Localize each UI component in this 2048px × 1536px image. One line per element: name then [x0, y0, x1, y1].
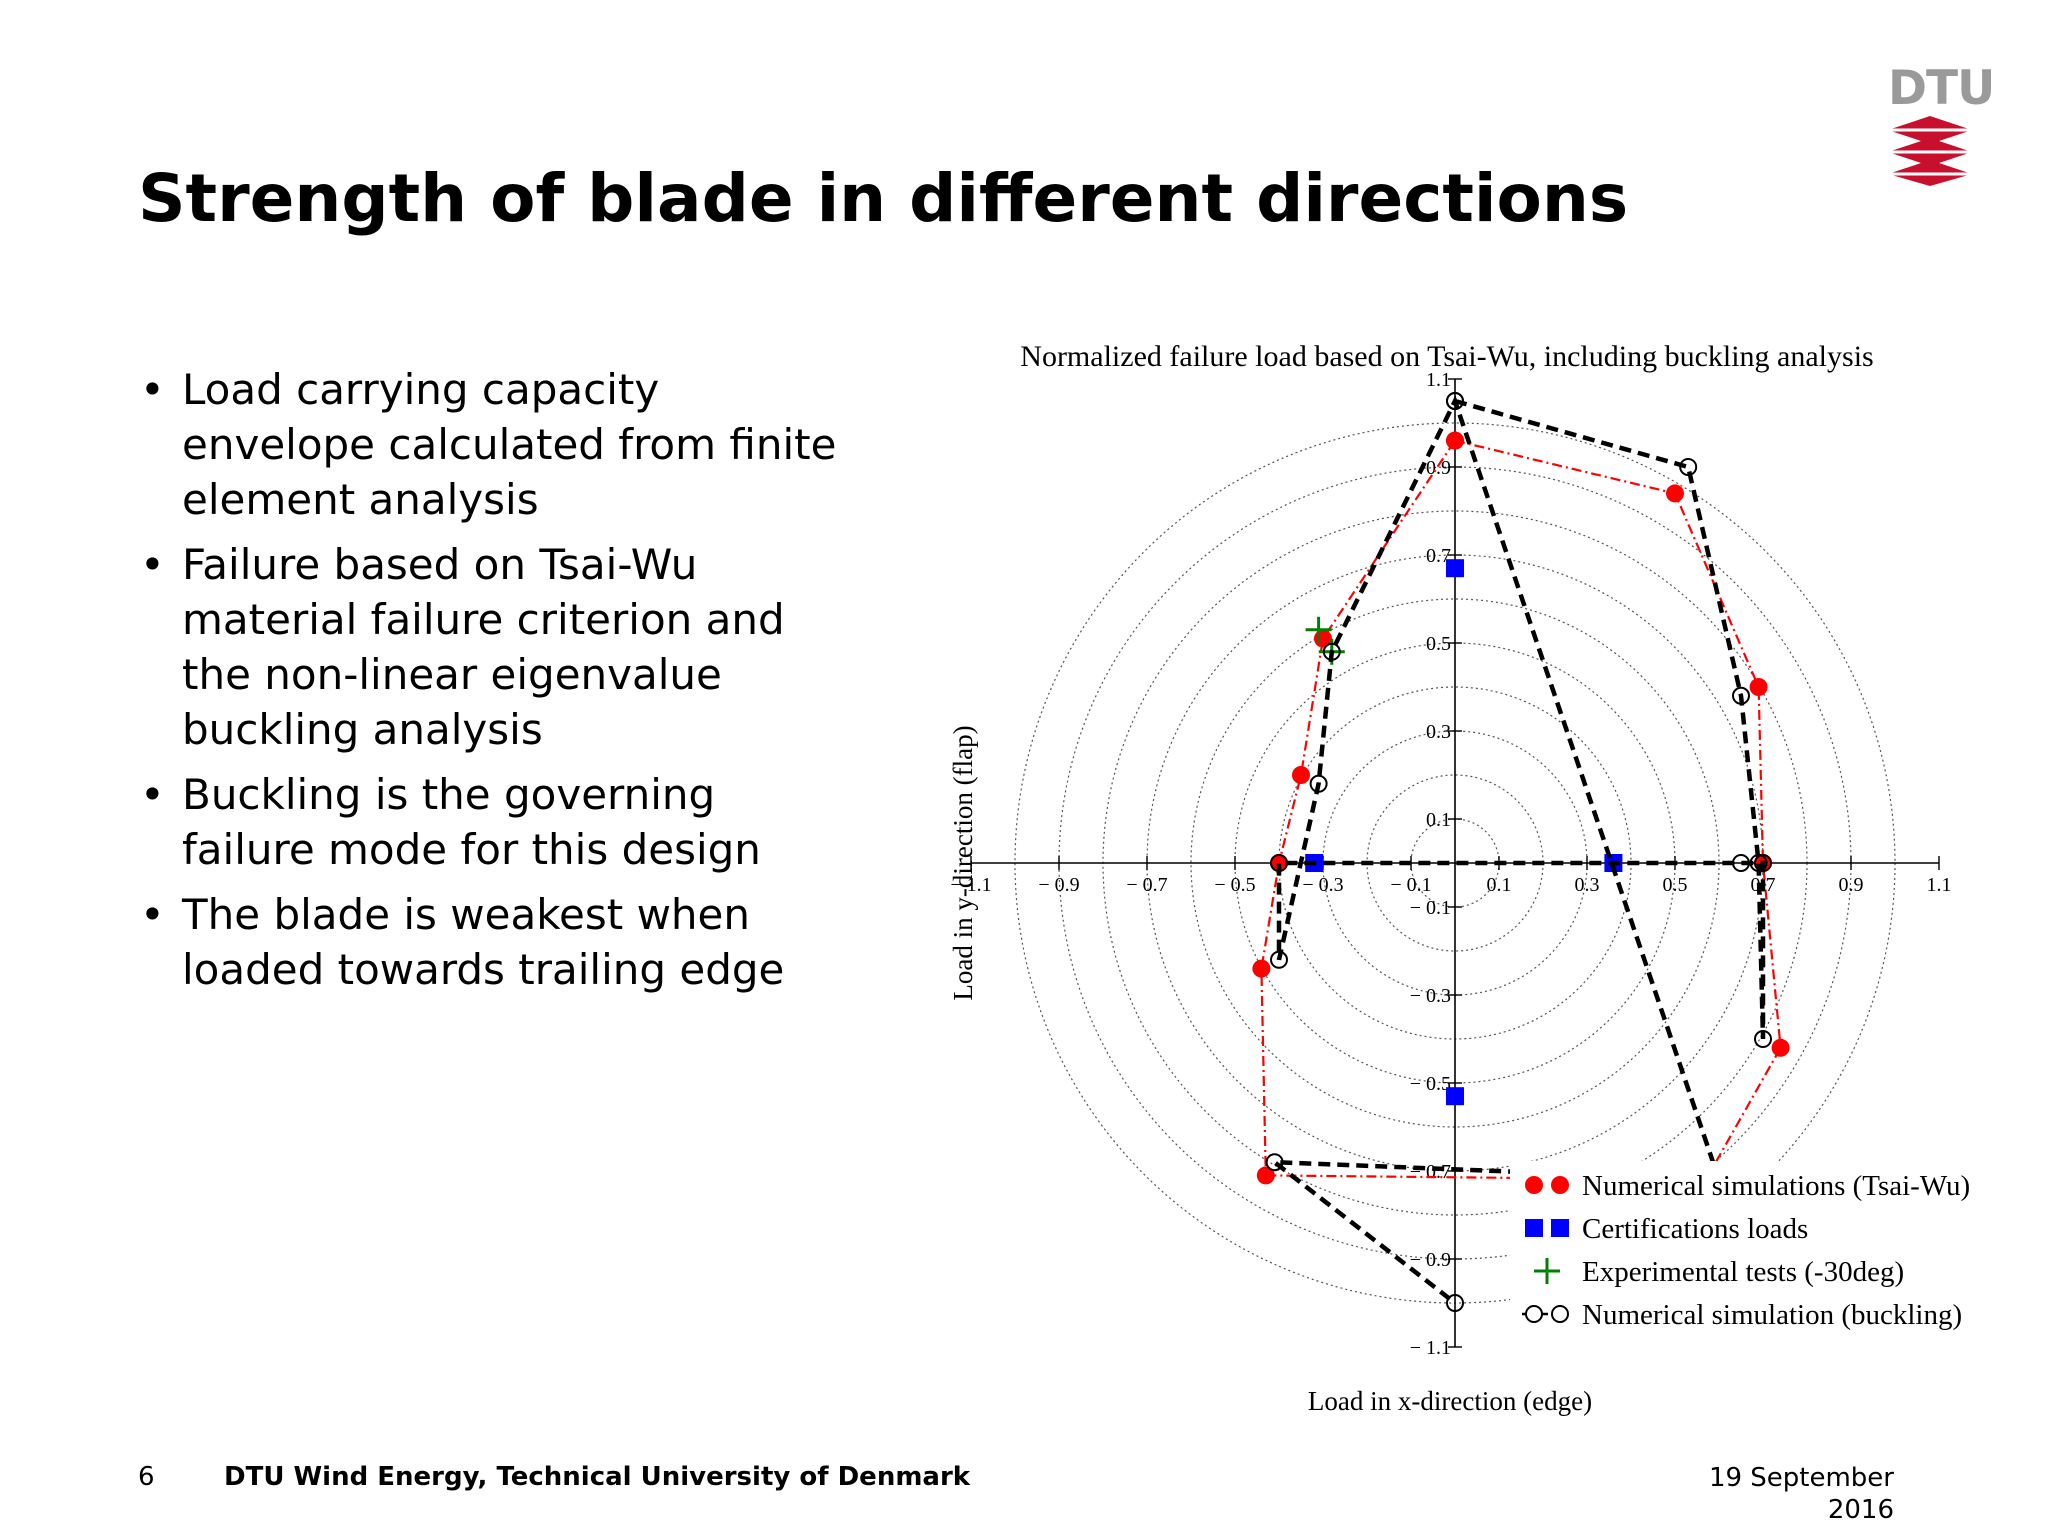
series-line-0	[1260, 439, 1782, 1181]
bullet-list: Load carrying capacity envelope calculat…	[138, 362, 838, 1007]
x-tick-label: − 0.5	[1214, 874, 1255, 896]
y-tick-label: 0.7	[1426, 545, 1451, 567]
legend-background	[1510, 1161, 2048, 1341]
logo-text: DTU	[1888, 61, 1995, 116]
footer-date: 19 September 2016	[1708, 1463, 1894, 1525]
failure-envelope-chart: Normalized failure load based on Tsai-Wu…	[948, 340, 2048, 1416]
y-tick-label: − 0.5	[1410, 1073, 1451, 1095]
series-line-3	[1267, 395, 1766, 1305]
legend-entry: Numerical simulations (Tsai-Wu)	[1525, 1170, 1970, 1202]
data-point	[1305, 616, 1332, 643]
x-tick-label: − 0.1	[1390, 874, 1431, 896]
data-point	[1771, 1038, 1790, 1057]
chart-legend: Numerical simulations (Tsai-Wu) Certifica…	[1510, 1161, 2048, 1341]
data-point	[1754, 1030, 1772, 1048]
legend-marker	[1525, 1219, 1543, 1237]
y-tick-label: − 0.9	[1410, 1249, 1451, 1271]
legend-label: Numerical simulation (buckling)	[1582, 1299, 1962, 1331]
y-tick-label: − 0.3	[1410, 985, 1451, 1007]
y-tick-label: − 0.7	[1410, 1161, 1451, 1183]
data-point	[1679, 458, 1698, 476]
x-tick-label: 0.3	[1575, 874, 1600, 896]
y-tick-label: − 1.1	[1410, 1337, 1451, 1359]
data-point	[1322, 642, 1341, 661]
legend-entry: Experimental tests (-30deg)	[1534, 1256, 1904, 1288]
data-point	[1270, 950, 1288, 969]
y-tick-label: − 0.1	[1410, 897, 1451, 919]
chart-title: Normalized failure load based on Tsai-Wu…	[1020, 340, 1873, 373]
x-axis-label: Load in x-direction (edge)	[1308, 1386, 1592, 1416]
data-point	[1309, 774, 1328, 793]
dtu-logo: DTU	[1888, 61, 1995, 187]
legend-label: Certifications loads	[1582, 1213, 1808, 1245]
bullet-item: Failure based on Tsai-Wu material failur…	[138, 537, 838, 757]
data-point	[1666, 484, 1684, 503]
logo-mark-icon	[1888, 116, 1972, 186]
data-point	[1749, 854, 1768, 872]
x-tick-label: 0.5	[1663, 874, 1688, 896]
y-tick-label: 0.1	[1426, 809, 1451, 831]
y-tick-label: 1.1	[1426, 369, 1451, 391]
legend-entry: Certifications loads	[1525, 1213, 1808, 1245]
data-point	[1446, 1294, 1464, 1312]
data-point	[1270, 854, 1288, 872]
y-tick-label: 0.5	[1426, 633, 1451, 655]
footer-organization: DTU Wind Energy, Technical University of…	[224, 1462, 971, 1492]
data-point	[1732, 686, 1750, 705]
legend-entry: Numerical simulation (buckling)	[1522, 1299, 1962, 1331]
slide-title: Strength of blade in different direction…	[138, 160, 1629, 237]
legend-marker	[1551, 1219, 1569, 1237]
y-tick-label: 0.9	[1426, 457, 1451, 479]
legend-label: Experimental tests (-30deg)	[1582, 1256, 1904, 1288]
data-point	[1446, 392, 1464, 410]
y-tick-label: 0.3	[1426, 721, 1451, 743]
bullet-item: Load carrying capacity envelope calculat…	[138, 362, 838, 527]
x-tick-label: 1.1	[1927, 874, 1952, 896]
legend-marker	[1551, 1305, 1569, 1323]
legend-marker	[1551, 1176, 1569, 1194]
data-point	[1754, 854, 1772, 872]
data-point	[1270, 854, 1288, 872]
page-number: 6	[138, 1462, 155, 1492]
x-tick-label: − 0.7	[1126, 874, 1167, 896]
data-point	[1446, 559, 1464, 578]
data-point	[1732, 854, 1750, 872]
data-point	[1749, 678, 1768, 696]
data-point	[1256, 1166, 1275, 1185]
bullet-item: The blade is weakest when loaded towards…	[138, 887, 838, 997]
x-tick-label: − 0.9	[1038, 874, 1079, 896]
data-point	[1292, 766, 1310, 784]
data-point	[1446, 431, 1464, 450]
x-tick-label: 0.1	[1487, 874, 1512, 896]
data-point	[1265, 1153, 1284, 1172]
data-point	[1446, 1087, 1464, 1106]
legend-label: Numerical simulations (Tsai-Wu)	[1582, 1170, 1970, 1202]
x-tick-label: 0.9	[1839, 874, 1864, 896]
bullet-item: Buckling is the governing failure mode f…	[138, 767, 838, 877]
x-tick-label: − 0.3	[1302, 874, 1343, 896]
legend-marker	[1525, 1176, 1543, 1194]
x-tick-label: − 1.1	[950, 874, 991, 896]
data-point	[1252, 959, 1271, 978]
legend-marker	[1525, 1305, 1543, 1323]
